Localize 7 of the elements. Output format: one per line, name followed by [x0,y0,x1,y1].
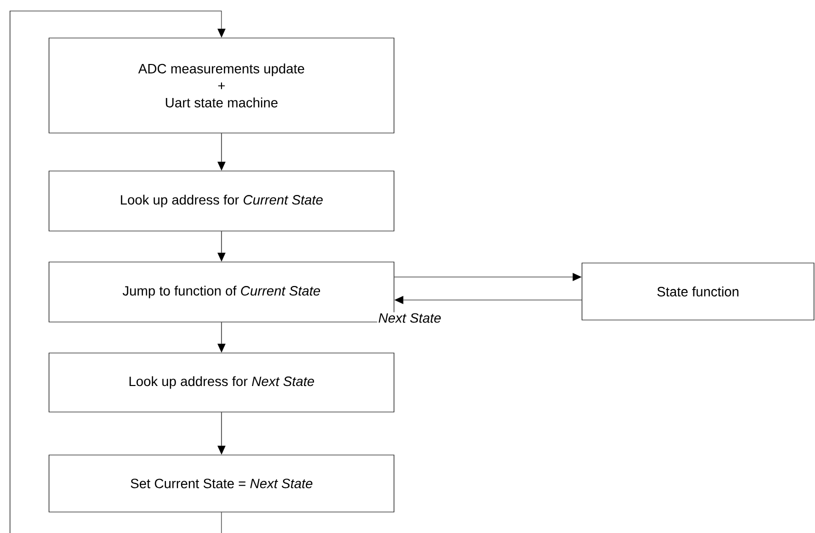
process-box: ADC measurements update + Uart state machine [48,38,394,134]
process-box: State function [582,262,814,320]
process-box: Set Current State = Next State [48,454,394,512]
edge-label: Next State [377,312,442,324]
process-box: Look up address for Current State [48,170,394,232]
arrow [10,10,226,533]
process-box: Look up address for Next State [48,352,394,412]
